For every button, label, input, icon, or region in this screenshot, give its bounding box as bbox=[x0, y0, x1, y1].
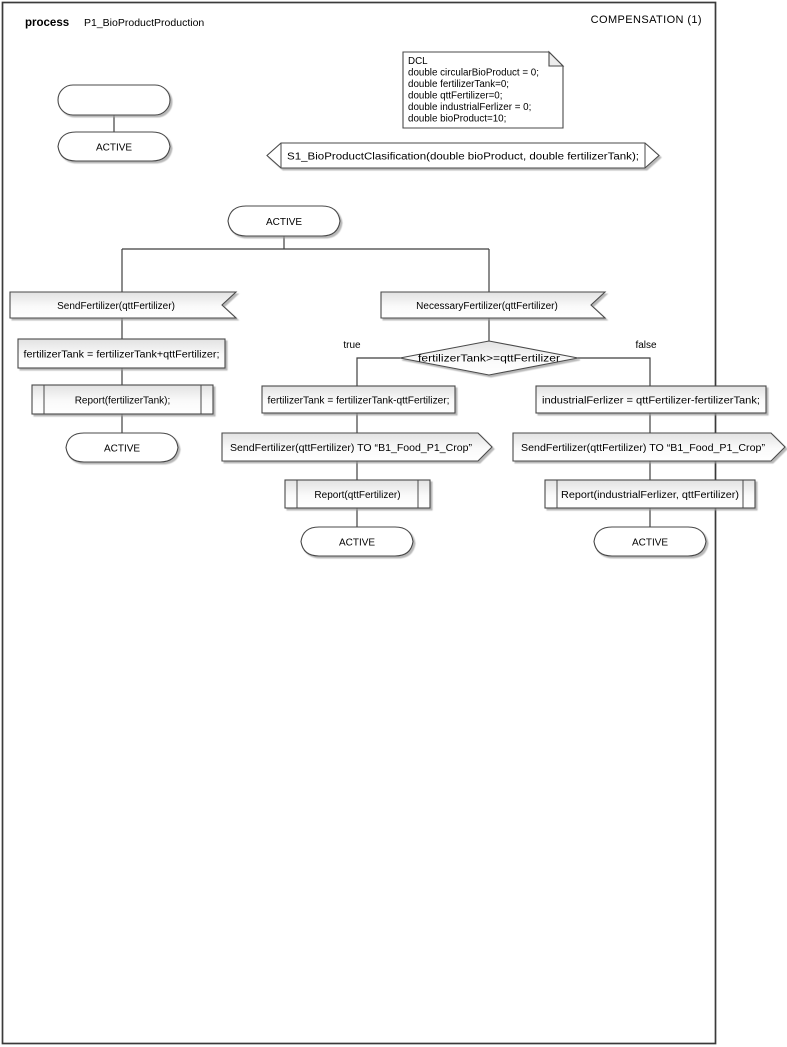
task-shape bbox=[17, 338, 226, 369]
state-shape bbox=[300, 526, 414, 557]
procedure-report-true[interactable]: Report(qttFertilizer) bbox=[284, 479, 431, 509]
state-shape bbox=[593, 526, 707, 557]
task-label: fertilizerTank = fertilizerTank+qttFerti… bbox=[24, 350, 220, 361]
procedure-side-bars bbox=[556, 480, 744, 508]
dcl-line: double fertilizerTank=0; bbox=[408, 79, 509, 90]
decision-true-label: true bbox=[343, 340, 361, 351]
decision-label: fertilizerTank>=qttFertilizer bbox=[418, 354, 561, 365]
decision-fertilizer-tank[interactable]: fertilizerTank>=qttFertilizer bbox=[399, 340, 579, 376]
signal-shape-caps bbox=[280, 143, 646, 168]
process-kind-label: process bbox=[25, 17, 69, 29]
state-label: ACTIVE bbox=[96, 143, 132, 154]
output-send-fertilizer-false[interactable]: SendFertilizer(qttFertilizer) TO “B1_Foo… bbox=[512, 432, 786, 462]
task-shape bbox=[261, 385, 456, 414]
input-shape bbox=[9, 291, 238, 319]
output-shape bbox=[221, 432, 493, 462]
procedure-shape bbox=[284, 479, 431, 509]
output-label: SendFertilizer(qttFertilizer) TO “B1_Foo… bbox=[521, 443, 765, 454]
task-label: fertilizerTank = fertilizerTank-qttFerti… bbox=[268, 396, 450, 407]
note-fold-corner bbox=[548, 50, 565, 67]
state-branch[interactable]: ACTIVE bbox=[227, 205, 341, 237]
task-true[interactable]: fertilizerTank = fertilizerTank-qttFerti… bbox=[261, 385, 456, 414]
state-shape bbox=[57, 131, 171, 162]
dcl-line: double qttFertilizer=0; bbox=[408, 91, 502, 102]
page-frame bbox=[1, 1, 717, 1045]
task-label: industrialFerlizer = qttFertilizer-ferti… bbox=[542, 396, 760, 407]
decision-shape bbox=[399, 340, 579, 376]
procedure-label: Report(qttFertilizer) bbox=[314, 490, 400, 501]
connector-decision-false bbox=[578, 357, 651, 386]
state-initial[interactable]: ACTIVE bbox=[57, 131, 171, 162]
process-name: P1_BioProductProduction bbox=[84, 17, 204, 29]
state-label: ACTIVE bbox=[632, 538, 668, 549]
procedure-report-left[interactable]: Report(fertilizerTank); bbox=[31, 384, 214, 415]
procedure-label: Report(fertilizerTank); bbox=[75, 396, 171, 407]
procedure-label: Report(industrialFerlizer, qttFertilizer… bbox=[561, 490, 739, 501]
procedure-report-false[interactable]: Report(industrialFerlizer, qttFertilizer… bbox=[544, 479, 756, 509]
state-label: ACTIVE bbox=[104, 444, 140, 455]
start-symbol[interactable] bbox=[57, 84, 171, 116]
state-label: ACTIVE bbox=[339, 538, 375, 549]
input-shape bbox=[380, 291, 607, 319]
procedure-side-bars bbox=[43, 385, 202, 414]
task-left[interactable]: fertilizerTank = fertilizerTank+qttFerti… bbox=[17, 338, 226, 369]
procedure-shape bbox=[31, 384, 214, 415]
start-shape bbox=[57, 84, 171, 116]
state-true[interactable]: ACTIVE bbox=[300, 526, 414, 557]
state-label: ACTIVE bbox=[266, 217, 302, 228]
input-send-fertilizer[interactable]: SendFertilizer(qttFertilizer) bbox=[9, 291, 238, 319]
note-shape bbox=[402, 51, 564, 129]
procedure-shape bbox=[544, 479, 756, 509]
signal-declaration-label: S1_BioProductClasification(double bioPro… bbox=[287, 152, 639, 163]
input-label: NecessaryFertilizer(qttFertilizer) bbox=[416, 301, 558, 312]
page-title: COMPENSATION (1) bbox=[591, 14, 702, 26]
dcl-line: double industrialFerlizer = 0; bbox=[408, 102, 531, 113]
dcl-line-highlighted: double circularBioProduct = 0; bbox=[408, 68, 539, 79]
state-false[interactable]: ACTIVE bbox=[593, 526, 707, 557]
input-necessary-fertilizer[interactable]: NecessaryFertilizer(qttFertilizer) bbox=[380, 291, 607, 319]
connector-decision-true bbox=[356, 357, 400, 386]
task-false[interactable]: industrialFerlizer = qttFertilizer-ferti… bbox=[535, 385, 767, 414]
state-shape bbox=[227, 205, 341, 237]
dcl-title: DCL bbox=[408, 56, 428, 67]
dcl-declaration-note[interactable]: DCL double circularBioProduct = 0; doubl… bbox=[402, 50, 565, 129]
decision-false-label: false bbox=[635, 340, 657, 351]
connectors bbox=[113, 115, 651, 527]
output-send-fertilizer-true[interactable]: SendFertilizer(qttFertilizer) TO “B1_Foo… bbox=[221, 432, 493, 462]
dcl-line: double bioProduct=10; bbox=[408, 114, 506, 125]
signal-declaration[interactable]: S1_BioProductClasification(double bioPro… bbox=[266, 142, 660, 169]
state-shape bbox=[65, 432, 179, 463]
output-shape bbox=[512, 432, 786, 462]
state-left[interactable]: ACTIVE bbox=[65, 432, 179, 463]
input-label: SendFertilizer(qttFertilizer) bbox=[57, 301, 175, 312]
output-label: SendFertilizer(qttFertilizer) TO “B1_Foo… bbox=[230, 443, 472, 454]
task-shape bbox=[535, 385, 767, 414]
procedure-side-bars bbox=[296, 480, 419, 508]
